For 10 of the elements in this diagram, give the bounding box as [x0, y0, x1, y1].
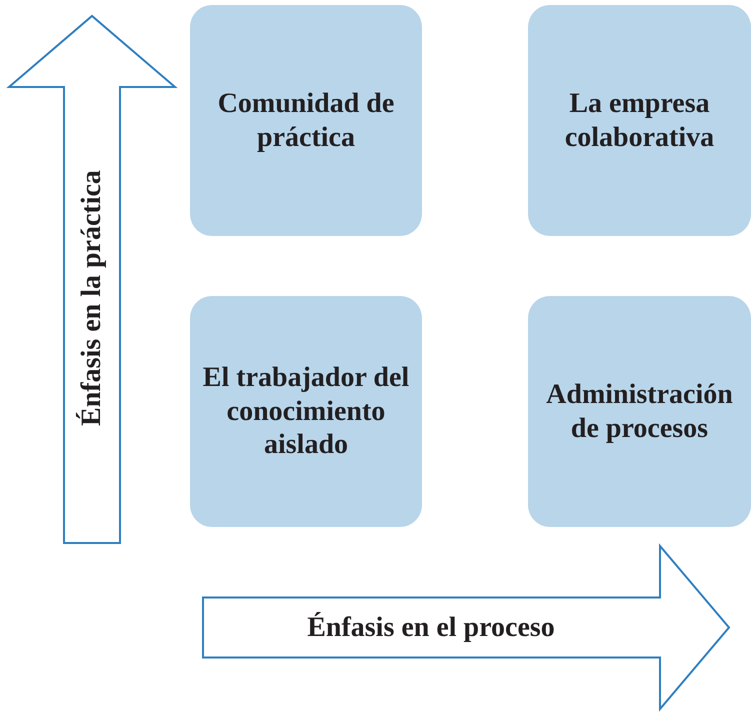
quadrant-box: [528, 5, 751, 236]
quadrant-label: El trabajador del conocimiento aislado: [202, 361, 410, 462]
quadrant-box: [190, 5, 422, 236]
quadrant-label: Comunidad de práctica: [216, 86, 396, 154]
quadrant-label: Administración de procesos: [545, 378, 734, 446]
quadrant-label: La empresa colaborativa: [564, 86, 716, 154]
quadrant-box: [190, 296, 422, 527]
axis-label: Énfasis en el proceso: [307, 610, 555, 644]
quadrant-box: [528, 296, 751, 527]
axis-label: Énfasis en la práctica: [75, 170, 108, 426]
